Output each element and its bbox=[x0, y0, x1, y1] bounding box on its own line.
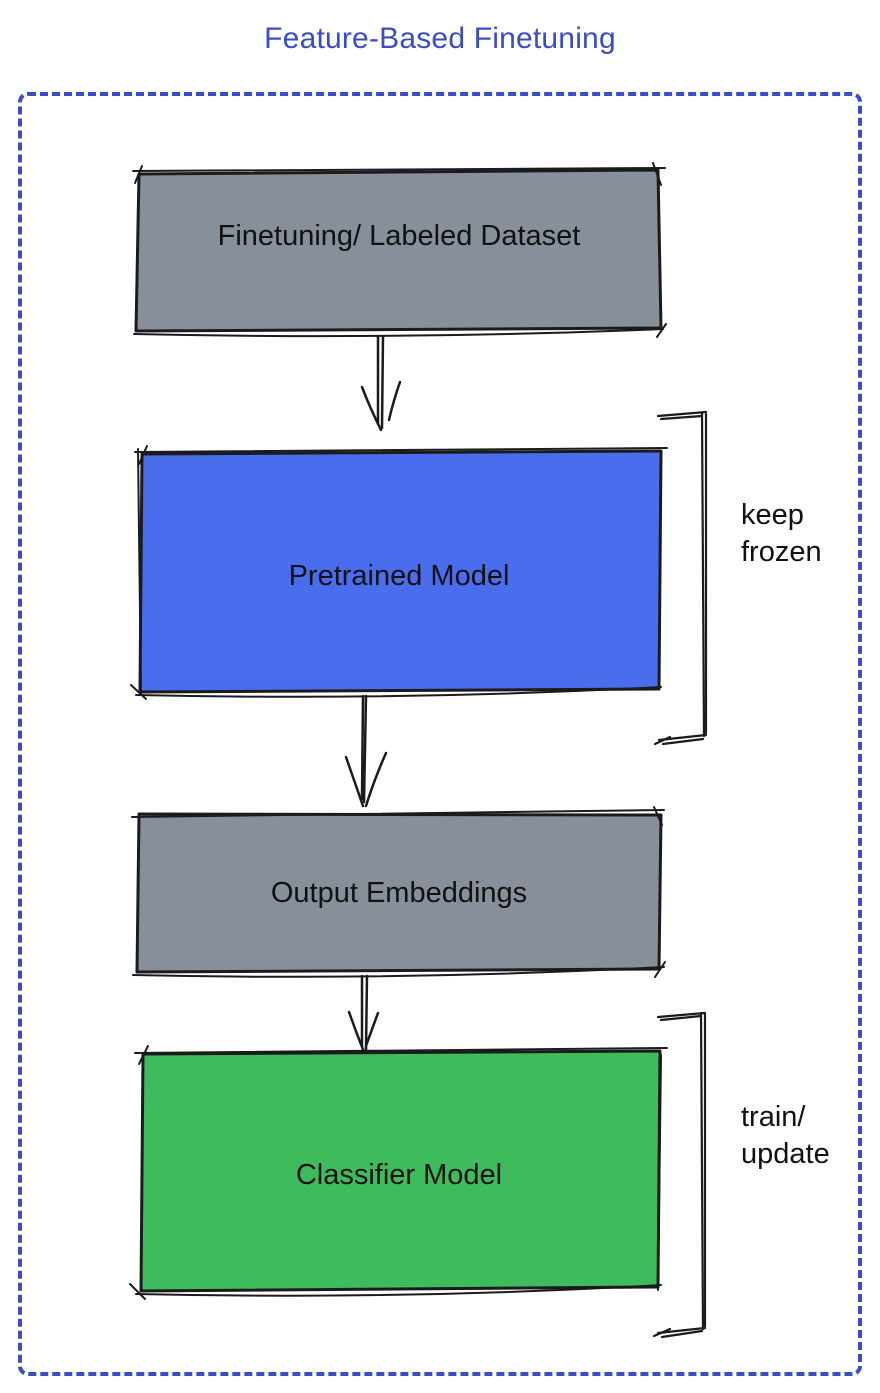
box-dataset-fill bbox=[134, 168, 663, 333]
box-label-pretrained: Pretrained Model bbox=[288, 560, 510, 592]
bracket-train-update bbox=[652, 1011, 707, 1339]
annotation-keep-frozen-line1: keep bbox=[741, 499, 804, 531]
annotation-train-update-line2: update bbox=[741, 1138, 830, 1170]
arrow-pretrained-to-embeddings bbox=[344, 694, 388, 808]
annotation-train-update-line1: train/ bbox=[741, 1101, 806, 1133]
box-classifier bbox=[129, 1045, 668, 1300]
dashed-frame bbox=[18, 92, 862, 1376]
box-label-classifier: Classifier Model bbox=[295, 1159, 503, 1191]
annotation-train-update: train/ update bbox=[741, 1099, 830, 1173]
box-embeddings-fill bbox=[135, 812, 663, 974]
bracket-keep-frozen bbox=[653, 410, 708, 746]
arrow-embeddings-to-classifier bbox=[347, 974, 380, 1054]
box-pretrained bbox=[130, 445, 668, 700]
sketch-strokes bbox=[129, 162, 708, 1339]
box-embeddings bbox=[131, 806, 666, 978]
annotation-keep-frozen-line2: frozen bbox=[741, 536, 822, 568]
box-dataset bbox=[132, 162, 667, 338]
annotation-keep-frozen: keep frozen bbox=[741, 497, 822, 571]
box-label-embeddings: Output Embeddings bbox=[270, 877, 528, 909]
box-label-dataset: Finetuning/ Labeled Dataset bbox=[217, 220, 581, 252]
diagram-title: Feature-Based Finetuning bbox=[264, 22, 616, 55]
arrow-dataset-to-pretrained bbox=[360, 335, 402, 432]
